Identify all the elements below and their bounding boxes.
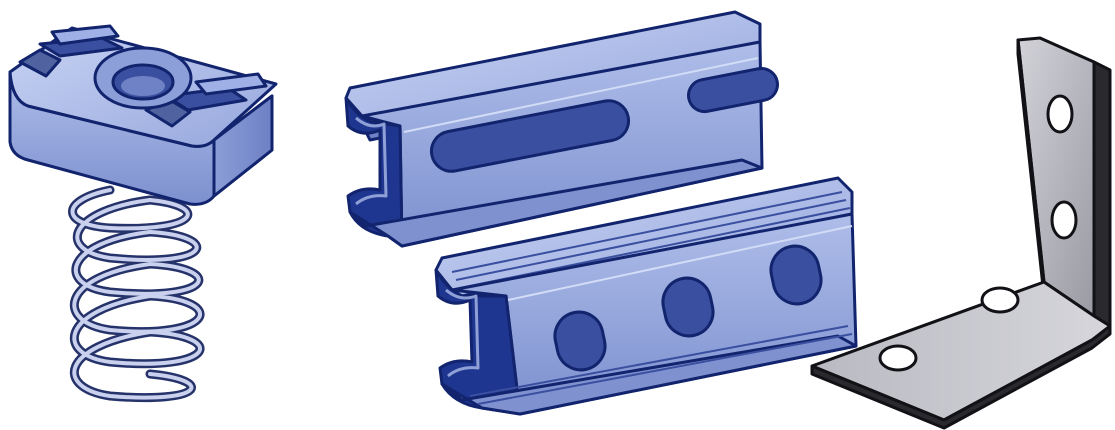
channel-hole bbox=[769, 244, 823, 306]
bracket-hole bbox=[980, 286, 1020, 314]
bracket-hole bbox=[1046, 94, 1074, 134]
slotted-strut-channel bbox=[344, 10, 779, 248]
bracket-hole bbox=[1050, 200, 1078, 240]
channel-hole bbox=[553, 310, 607, 372]
nut-body bbox=[8, 24, 278, 206]
four-hole-corner-angle-bracket bbox=[810, 36, 1112, 430]
channel-spring-nut bbox=[8, 24, 278, 403]
perforated-strut-channel bbox=[434, 176, 858, 416]
channel-hole bbox=[661, 276, 715, 338]
channel-slot bbox=[429, 99, 631, 173]
channel-slot bbox=[687, 66, 779, 114]
bracket-hole bbox=[878, 344, 918, 372]
